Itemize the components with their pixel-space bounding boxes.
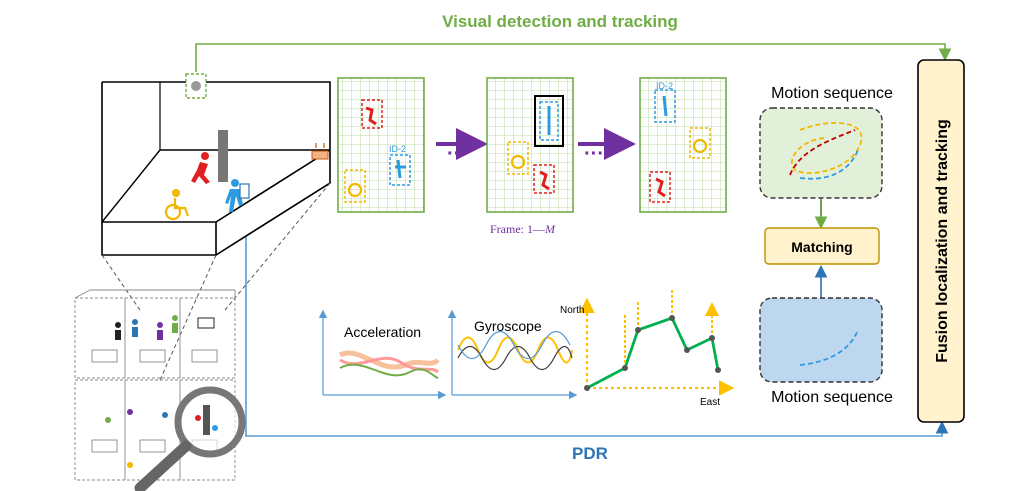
pdr-route (245, 196, 949, 437)
wall-partition (218, 130, 228, 182)
acceleration-plot (318, 309, 447, 400)
pdr-label: PDR (572, 444, 608, 463)
router-icon (311, 150, 329, 160)
matching-label: Matching (791, 239, 852, 255)
acceleration-label: Acceleration (344, 324, 421, 340)
fusion-box (917, 59, 965, 423)
gyroscope-label: Gyroscope (474, 318, 542, 334)
motion-sequence-top-label: Motion sequence (771, 85, 893, 102)
motion-sequence-top (759, 107, 883, 199)
pedestrian-blue-icon (225, 179, 243, 212)
gyroscope-plot (447, 309, 578, 400)
frame-3-id: ID-2 (656, 81, 673, 91)
ellipsis-1: ··· (447, 143, 467, 165)
wheelchair-yellow-icon (164, 189, 190, 221)
room-3d (101, 73, 331, 256)
title: Visual detection and tracking (442, 12, 678, 31)
frame-1-id: ID-2 (389, 144, 406, 154)
motion-sequence-bottom (759, 297, 883, 383)
magnifier-icon (134, 386, 246, 491)
ellipsis-2: ··· (584, 143, 604, 165)
matching-box (764, 227, 880, 265)
visual-route (195, 43, 952, 72)
frame-3 (639, 77, 727, 213)
north-label: North (560, 305, 584, 316)
pdr-trajectory-plot (579, 290, 735, 396)
frame-2 (486, 77, 574, 213)
runner-red-icon (191, 152, 210, 184)
phone-icon (239, 183, 250, 199)
fusion-label: Fusion localization and tracking (934, 119, 951, 363)
frame-1 (337, 77, 425, 213)
motion-sequence-bottom-label: Motion sequence (771, 389, 893, 406)
frame-caption: Frame: 1—M (490, 222, 556, 236)
east-label: East (700, 397, 720, 408)
